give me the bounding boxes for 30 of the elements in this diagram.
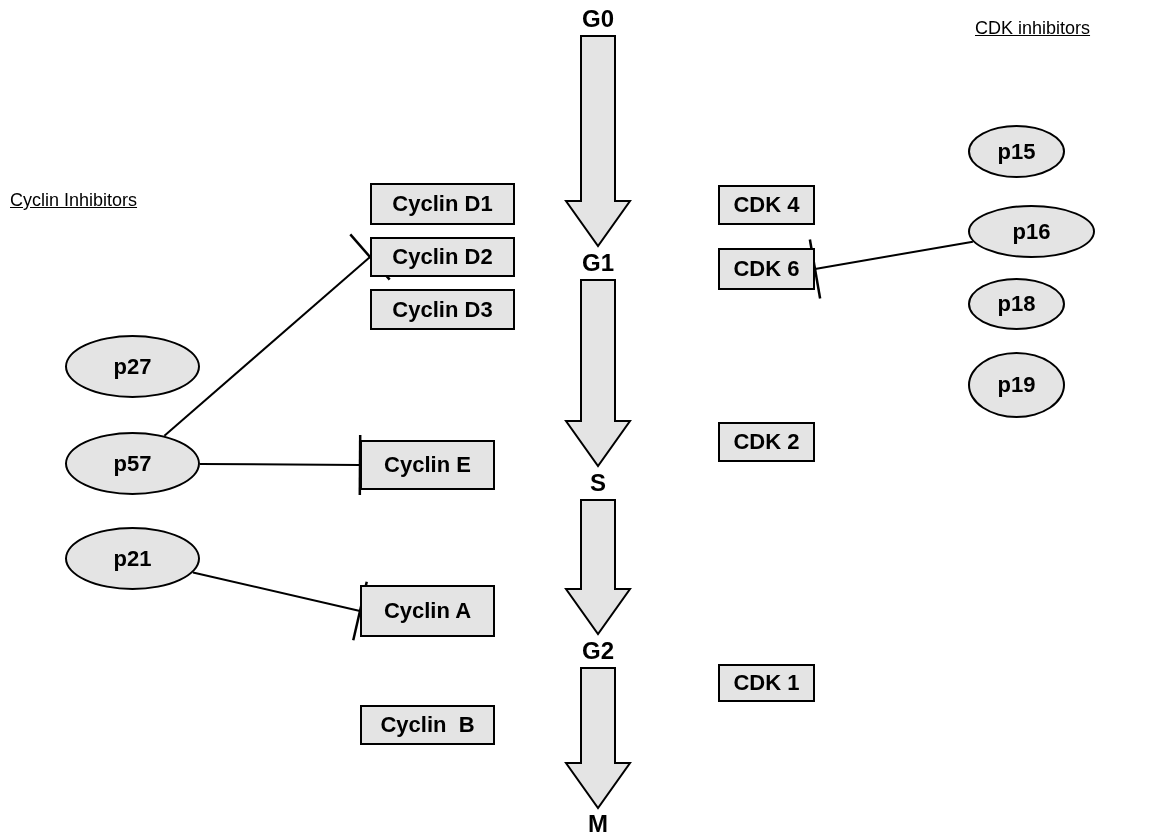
- inhibitor-ellipse: p15: [968, 125, 1065, 178]
- block-arrow: [564, 499, 632, 636]
- block-arrow: [564, 279, 632, 468]
- protein-box: CDK 2: [718, 422, 815, 462]
- inhibitor-ellipse: p19: [968, 352, 1065, 418]
- phase-label: S: [583, 468, 613, 498]
- protein-box: Cyclin E: [360, 440, 495, 490]
- inhibitor-ellipse: p16: [968, 205, 1095, 258]
- phase-label: M: [581, 810, 615, 837]
- protein-box: Cyclin A: [360, 585, 495, 637]
- phase-label: G0: [578, 4, 618, 34]
- phase-label: G1: [578, 248, 618, 278]
- block-arrow: [564, 35, 632, 248]
- inhibition-line: [199, 433, 362, 497]
- protein-box: Cyclin B: [360, 705, 495, 745]
- protein-box: CDK 4: [718, 185, 815, 225]
- protein-box: Cyclin D3: [370, 289, 515, 330]
- inhibitor-ellipse: p27: [65, 335, 200, 398]
- group-heading: CDK inhibitors: [975, 18, 1091, 39]
- protein-box: Cyclin D2: [370, 237, 515, 277]
- block-arrow: [564, 667, 632, 810]
- protein-box: Cyclin D1: [370, 183, 515, 225]
- inhibitor-ellipse: p21: [65, 527, 200, 590]
- inhibition-line: [192, 571, 368, 642]
- group-heading: Cyclin Inhibitors: [10, 190, 138, 211]
- protein-box: CDK 6: [718, 248, 815, 290]
- inhibitor-ellipse: p18: [968, 278, 1065, 330]
- phase-label: G2: [578, 636, 618, 666]
- protein-box: CDK 1: [718, 664, 815, 702]
- inhibitor-ellipse: p57: [65, 432, 200, 495]
